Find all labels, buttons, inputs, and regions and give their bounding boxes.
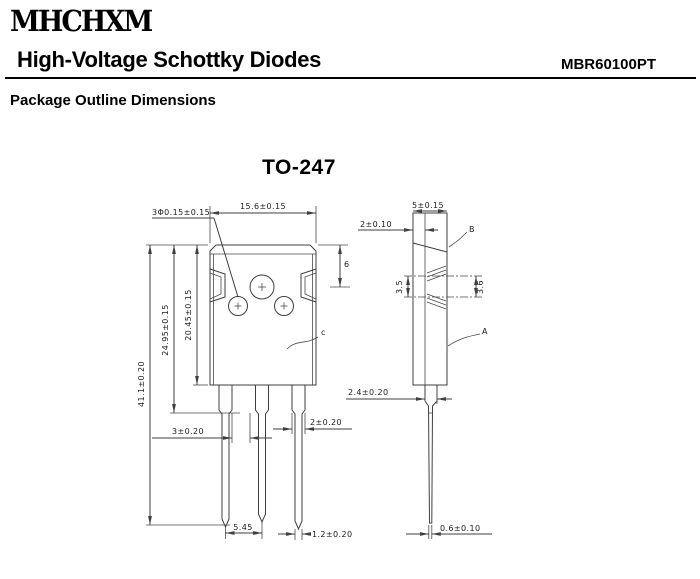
section-title: Package Outline Dimensions: [10, 92, 216, 109]
dim-vertical-stack: 20.45±0.15 24.95±0.15 41.1±0.20: [137, 245, 240, 525]
dim-label-height-to-taper: 24.95±0.15: [161, 304, 170, 355]
dim-notch-right: 3.6: [474, 276, 485, 297]
dim-hole-note: 3Φ0.15±0.15: [152, 208, 238, 297]
side-lead: [425, 385, 437, 523]
front-body-outline: [210, 245, 316, 385]
part-number: MBR60100PT: [560, 56, 656, 73]
brand-logo: MHCHXM: [10, 5, 153, 39]
right-pin-mark: [275, 297, 294, 316]
dim-body-width: 15.6±0.15: [210, 202, 316, 243]
dim-label-notch-left: 3.5: [395, 280, 404, 294]
dim-label-overall-height: 41.1±0.20: [137, 361, 146, 407]
dim-lead-tip-width: 1.2±0.20: [278, 529, 352, 540]
dim-tab-thickness: 2±0.10: [358, 220, 438, 232]
dim-label-body-width: 15.6±0.15: [240, 202, 286, 211]
dim-label-hole-note: 3Φ0.15±0.15: [152, 208, 210, 217]
dim-label-body-thickness: 5±0.15: [412, 201, 444, 210]
dim-label-lead-pitch: 5.45: [233, 523, 252, 532]
mounting-hole: [250, 275, 274, 299]
front-right-notch: [301, 269, 316, 302]
dim-label-lead-gap: 3±0.20: [172, 427, 204, 436]
front-view: 15.6±0.15 3Φ0.15±0.15 20.45±0.15 24.95±0…: [137, 202, 352, 540]
header-divider: [5, 77, 696, 79]
label-c: c: [287, 328, 326, 349]
label-b-text: B: [469, 225, 475, 234]
dim-label-lead-shoulder: 2.4±0.20: [348, 388, 388, 397]
side-view: 5±0.15 2±0.10 B 3.5 3.6: [346, 201, 492, 539]
dim-label-lead-thickness: 0.6±0.10: [440, 524, 480, 533]
label-c-text: c: [321, 328, 326, 337]
dim-label-notch-right: 3.6: [476, 280, 485, 294]
dim-label-hole-offset: 6: [344, 260, 350, 269]
dim-label-tab-thickness: 2±0.10: [360, 220, 392, 229]
label-a: A: [448, 327, 488, 346]
dim-lead-width: 2±0.20: [273, 413, 352, 434]
side-body-outline: [413, 213, 447, 385]
label-a-text: A: [482, 327, 488, 336]
page-title: High-Voltage Schottky Diodes: [17, 47, 322, 72]
dim-lead-thickness: 0.6±0.10: [406, 524, 492, 539]
dim-label-body-height: 20.45±0.15: [184, 289, 193, 340]
package-name-heading: TO-247: [262, 156, 336, 179]
dim-lead-pitch: 5.45: [226, 522, 263, 539]
front-left-notch: [210, 269, 225, 302]
front-leads: [219, 385, 305, 529]
left-pin-mark: [229, 297, 248, 316]
dim-label-lead-width: 2±0.20: [310, 418, 342, 427]
dim-body-thickness: 5±0.15: [412, 201, 447, 213]
dim-hole-offset: 6: [318, 245, 350, 287]
dim-lead-shoulder: 2.4±0.20: [346, 388, 452, 404]
label-b: B: [449, 225, 475, 247]
dim-label-lead-tip-width: 1.2±0.20: [312, 530, 352, 539]
side-notches: [404, 266, 484, 309]
dim-lead-gap: 3±0.20: [152, 413, 272, 443]
dim-notch-left: 3.5: [395, 276, 410, 297]
